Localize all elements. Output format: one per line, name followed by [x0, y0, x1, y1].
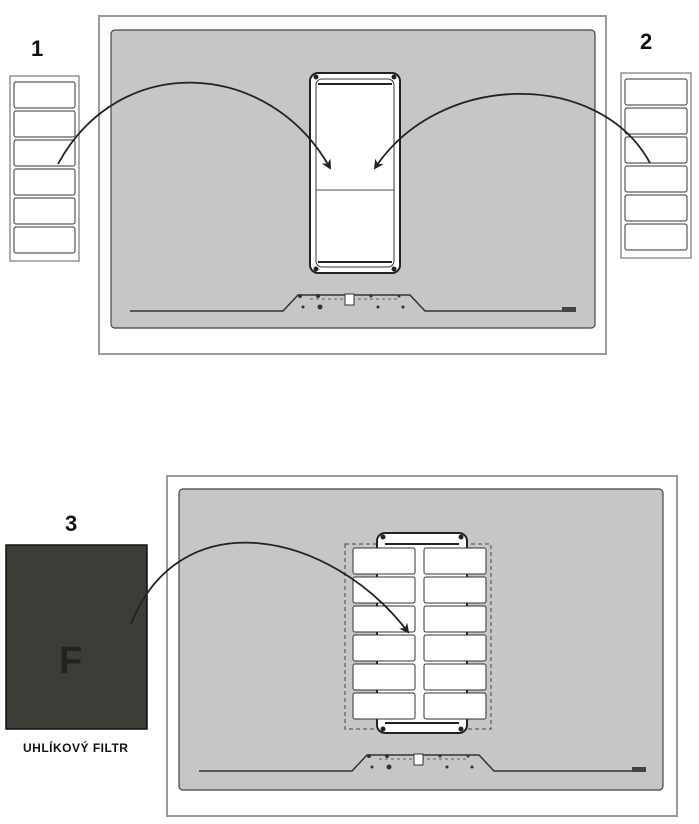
top-hob-panel — [9, 15, 692, 355]
carbon-filter-caption: UHLÍKOVÝ FILTR — [23, 741, 129, 755]
bottom-control-strip — [199, 753, 646, 772]
arrow-carbon-filter-to-grille — [130, 541, 410, 634]
step-label-2: 2 — [640, 29, 653, 54]
grease-filter-stack-1 — [9, 75, 80, 262]
step-label-1: 1 — [31, 36, 44, 61]
grease-filter-stack-2 — [620, 72, 692, 259]
arrow-filter-2-to-grille — [373, 92, 651, 170]
top-extraction-grille — [309, 72, 401, 274]
arrow-filter-1-to-grille — [57, 81, 331, 170]
bottom-hob-panel — [5, 475, 678, 817]
installed-filter-right-column — [423, 547, 487, 720]
installed-filter-left-column — [352, 547, 416, 720]
carbon-filter-block — [5, 544, 148, 730]
step-label-3: 3 — [65, 511, 78, 536]
carbon-filter-letter: F — [59, 640, 83, 682]
top-control-strip — [130, 293, 576, 312]
